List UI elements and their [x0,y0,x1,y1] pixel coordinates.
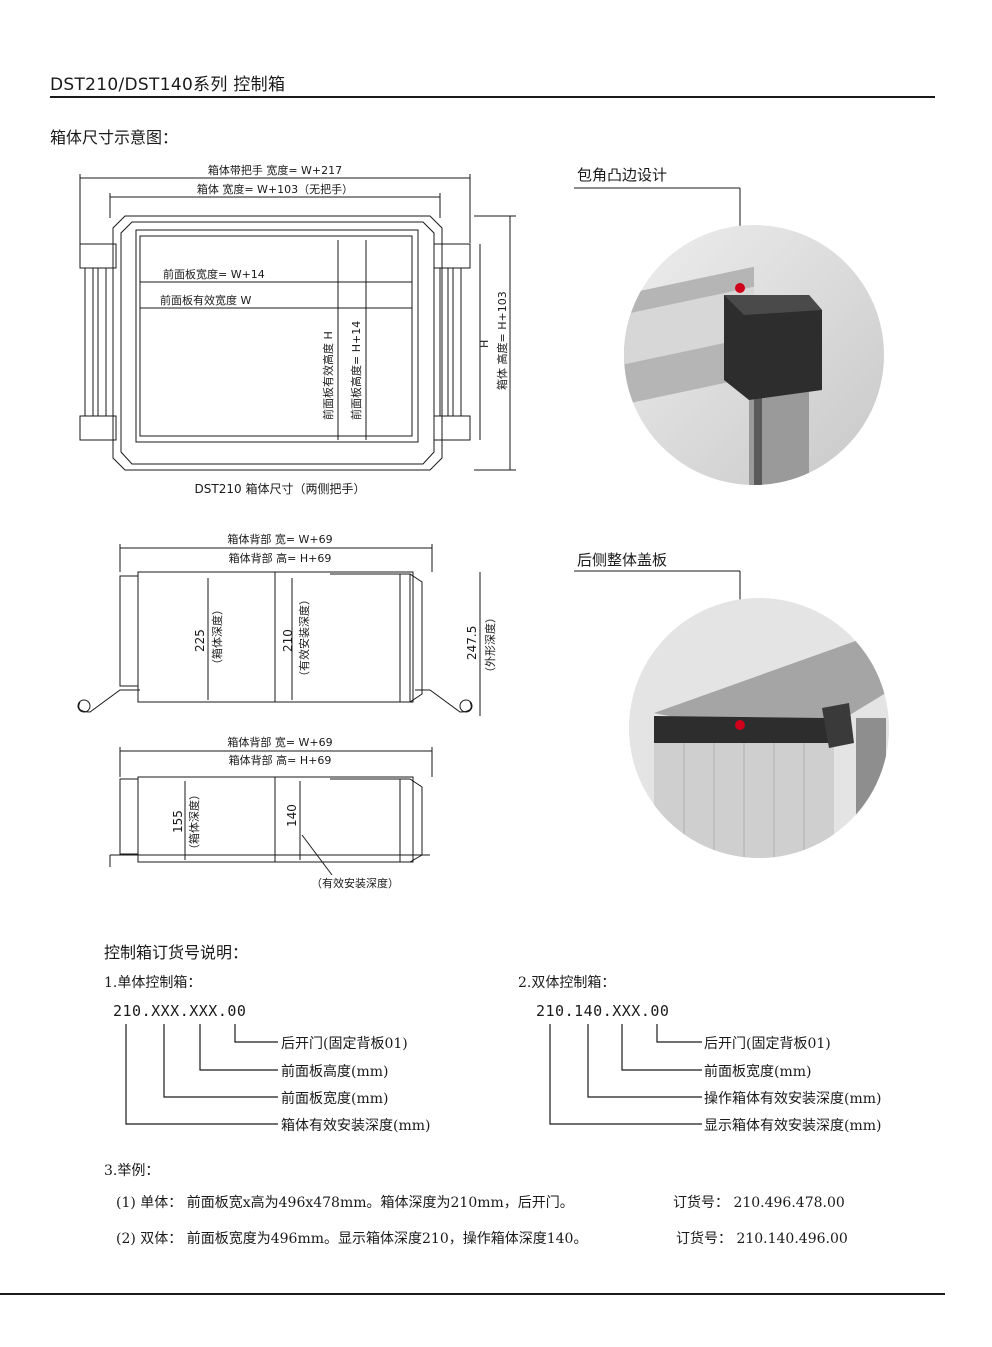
order-code-leader-lines [125,1024,702,1125]
depth-value: 225 [193,629,207,652]
outer-label: （外形深度） [483,612,497,678]
double-order-code: 210.140.XXX.00 [536,1002,670,1020]
front-view-drawing: 箱体带把手 宽度= W+217 箱体 宽度= W+103（无把手） 前面板宽度=… [79,163,516,496]
back-cover-photo [574,570,889,858]
double-label-door: 后开门(固定背板01) [704,1036,831,1052]
title-divider [50,96,935,98]
single-label-width: 前面板宽度(mm) [281,1091,389,1107]
dim-panel-height: 前面板高度= H+14 [349,321,363,420]
single-label-door: 后开门(固定背板01) [281,1036,408,1052]
example-2-desc: (2) 双体： 前面板宽度为496mm。显示箱体深度210，操作箱体深度140。 [116,1231,588,1247]
dim-box-height: 箱体 高度= H+103 [495,291,509,390]
dim-width-no-handles: 箱体 宽度= W+103（无把手） [197,182,353,196]
install-label: （有效安装深度） [297,594,311,682]
footer-divider [0,1293,945,1295]
double-label-width: 前面板宽度(mm) [704,1064,812,1080]
corner-photo [574,187,884,485]
single-label-height: 前面板高度(mm) [281,1064,389,1080]
install-value-2: 140 [285,804,299,827]
dims-heading: 箱体尺寸示意图： [50,128,179,147]
double-title: 2.双体控制箱： [518,975,616,991]
dim-panel-eff-width: 前面板有效宽度 W [160,293,251,307]
single-label-depth: 箱体有效安装深度(mm) [281,1118,431,1134]
example-1-desc: (1) 单体： 前面板宽x高为496x478mm。箱体深度为210mm，后开门。 [116,1195,574,1211]
back-height-label: 箱体背部 高= H+69 [229,551,332,565]
back-width-label-2: 箱体背部 宽= W+69 [227,735,332,749]
install-value: 210 [281,629,295,652]
depth-value-2: 155 [171,810,185,833]
double-label-disp-depth: 显示箱体有效安装深度(mm) [704,1118,882,1134]
examples-heading: 3.举例： [104,1163,160,1179]
double-label-op-depth: 操作箱体有效安装深度(mm) [704,1091,882,1107]
dim-box-h: H [478,340,491,348]
back-height-label-2: 箱体背部 高= H+69 [229,753,332,767]
front-drawing-caption: DST210 箱体尺寸（两侧把手） [195,481,366,496]
dim-panel-eff-height: 前面板有效高度 H [321,331,335,420]
side-view-drawing-2: 箱体背部 宽= W+69 箱体背部 高= H+69 155 （箱体深度） 140… [109,735,433,890]
order-heading: 控制箱订货号说明： [104,943,249,962]
back-photo-caption: 后侧整体盖板 [577,551,668,569]
back-width-label: 箱体背部 宽= W+69 [227,532,332,546]
corner-photo-caption: 包角凸边设计 [577,166,668,184]
depth-label: （箱体深度） [210,604,224,670]
single-title: 1.单体控制箱： [104,975,202,991]
dim-width-with-handles: 箱体带把手 宽度= W+217 [208,163,342,177]
side-view-drawing-1: 箱体背部 宽= W+69 箱体背部 高= H+69 225 （箱体深度） 210… [77,532,497,716]
example-2-code: 订货号： 210.140.496.00 [676,1231,848,1247]
depth-label-2: （箱体深度） [187,789,201,855]
page-title: DST210/DST140系列 控制箱 [50,75,286,95]
dim-panel-width: 前面板宽度= W+14 [163,267,265,281]
single-order-code: 210.XXX.XXX.00 [113,1002,247,1020]
example-1-code: 订货号： 210.496.478.00 [673,1195,845,1211]
install-label-2: （有效安装深度） [311,876,399,890]
outer-value: 247.5 [465,626,479,660]
